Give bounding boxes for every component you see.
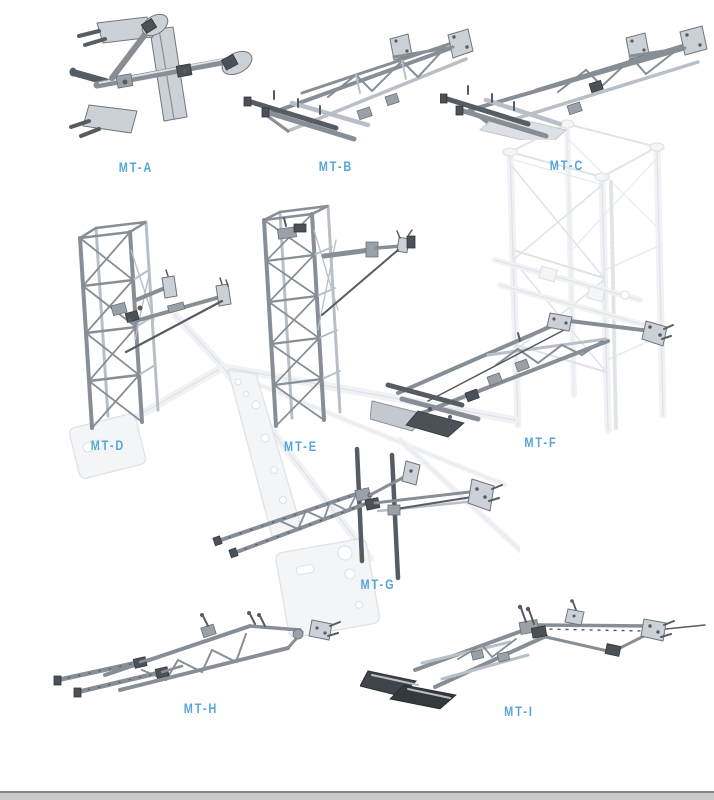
part-label-mt-f: MT-F: [524, 434, 558, 450]
part-label-mt-g: MT-G: [360, 576, 396, 592]
mt-e-illustration: [262, 204, 416, 428]
ghost-mount-illustration: [68, 311, 520, 638]
mt-b-illustration: [243, 28, 474, 142]
part-label-mt-b: MT-B: [318, 158, 354, 174]
figure-mt-i: [360, 595, 714, 710]
figure-mt-e: [250, 200, 425, 450]
figure-mt-c: [440, 20, 714, 140]
part-label-mt-c: MT-C: [549, 157, 585, 173]
mt-f-illustration: [370, 312, 674, 438]
ghost-mount-watermark: [60, 290, 520, 660]
figure-mt-f: [370, 305, 680, 445]
mt-a-illustration: [69, 13, 253, 138]
mt-d-illustration: [78, 220, 232, 430]
figure-mt-g: [210, 445, 510, 585]
figure-mt-a: [55, 5, 255, 150]
part-label-mt-i: MT-I: [504, 703, 534, 719]
figure-mt-d: [60, 200, 245, 445]
figure-mt-b: [240, 15, 480, 145]
mt-g-illustration: [212, 446, 503, 581]
figure-mt-h: [50, 590, 360, 710]
part-label-mt-a: MT-A: [118, 159, 154, 175]
part-label-mt-h: MT-H: [183, 700, 219, 716]
mt-h-illustration: [53, 611, 341, 698]
ghost-tower-illustration: [492, 119, 667, 434]
mt-i-illustration: [360, 599, 706, 710]
page-bottom-edge: [0, 791, 714, 800]
mt-c-illustration: [440, 25, 708, 140]
part-label-mt-d: MT-D: [90, 437, 126, 453]
ghost-tower-watermark: [490, 110, 714, 435]
part-label-mt-e: MT-E: [284, 438, 318, 454]
